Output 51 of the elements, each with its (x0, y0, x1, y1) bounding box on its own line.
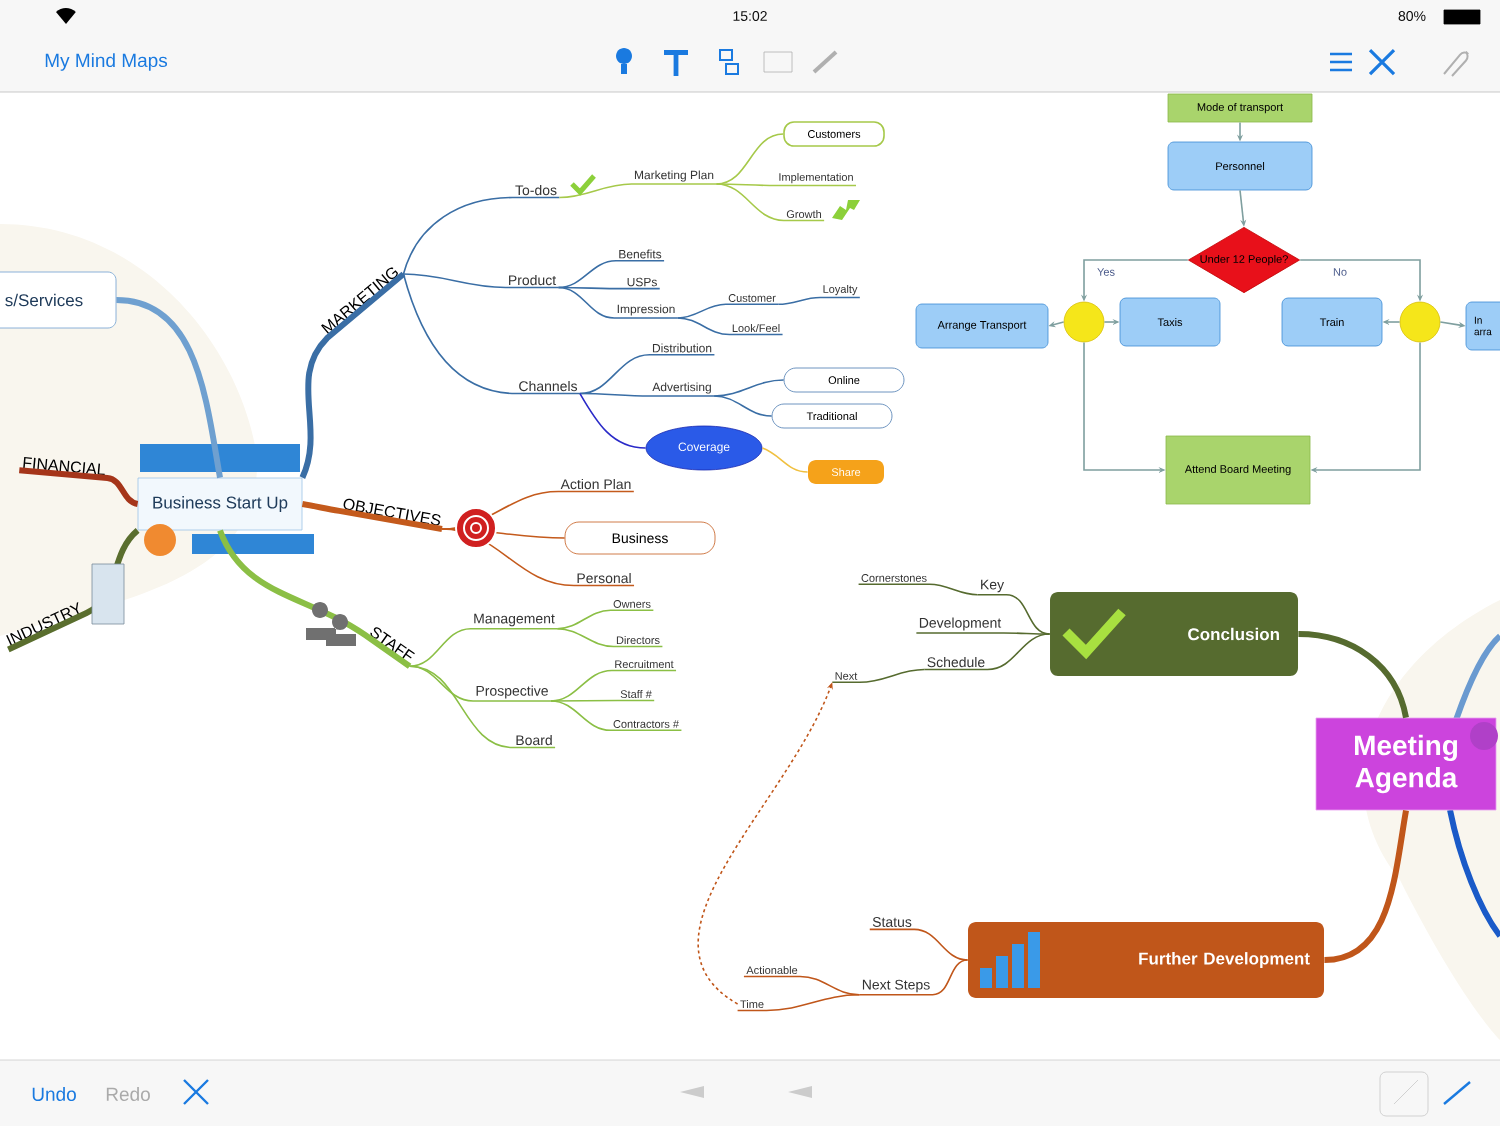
junction-circle (1399, 301, 1441, 343)
connector-line (1298, 631, 1409, 719)
connector-line (715, 183, 825, 222)
connector-line (1324, 809, 1409, 963)
connector-line (713, 379, 785, 397)
connector-line (676, 317, 784, 336)
connector-line (831, 668, 926, 684)
connector-line (556, 627, 664, 648)
connector-line (408, 627, 559, 667)
connector-line (923, 633, 1051, 671)
connector-line (557, 286, 679, 319)
connector-line (761, 447, 809, 473)
topic-box: s/Services (0, 271, 117, 329)
central-topic-box: Business Start Up (137, 444, 314, 554)
back-link: My Mind Maps (45, 53, 168, 71)
connector-line (579, 392, 715, 397)
connector-line (402, 273, 560, 289)
connector-line (116, 297, 223, 479)
topic-box: Further Development (968, 922, 1324, 998)
junction-circle (1063, 301, 1105, 343)
connector-line (676, 303, 780, 319)
topic-box: Meeting Agenda (1315, 717, 1497, 811)
connector-line (556, 609, 655, 630)
connector-line (19, 467, 139, 507)
connector-line (402, 273, 581, 395)
connector-line (579, 354, 716, 395)
connector-line (217, 529, 412, 669)
connector-line (301, 501, 443, 532)
branch-label: FINANCIAL (23, 457, 105, 476)
connector-line (976, 593, 1051, 635)
connector-line (579, 392, 647, 449)
connector-line (550, 699, 655, 702)
undo-link: Undo (32, 1087, 76, 1101)
redo-link: Redo (106, 1087, 150, 1101)
connector-line (777, 296, 861, 306)
connector-line (402, 196, 561, 275)
connector-line (441, 528, 566, 539)
connector-line (715, 183, 857, 187)
connector-line (858, 959, 969, 996)
connector-line (868, 928, 969, 961)
connector-line (408, 665, 556, 749)
connector-line (558, 183, 718, 199)
connector-line (915, 632, 1051, 635)
connector-line (441, 528, 635, 587)
connector-line (557, 260, 665, 289)
connector-line (736, 993, 861, 1012)
topic-box: Conclusion (1050, 592, 1298, 676)
connector-line (299, 271, 406, 479)
connector-line (857, 583, 979, 596)
connector-line (713, 395, 773, 417)
connector-line (550, 700, 683, 732)
